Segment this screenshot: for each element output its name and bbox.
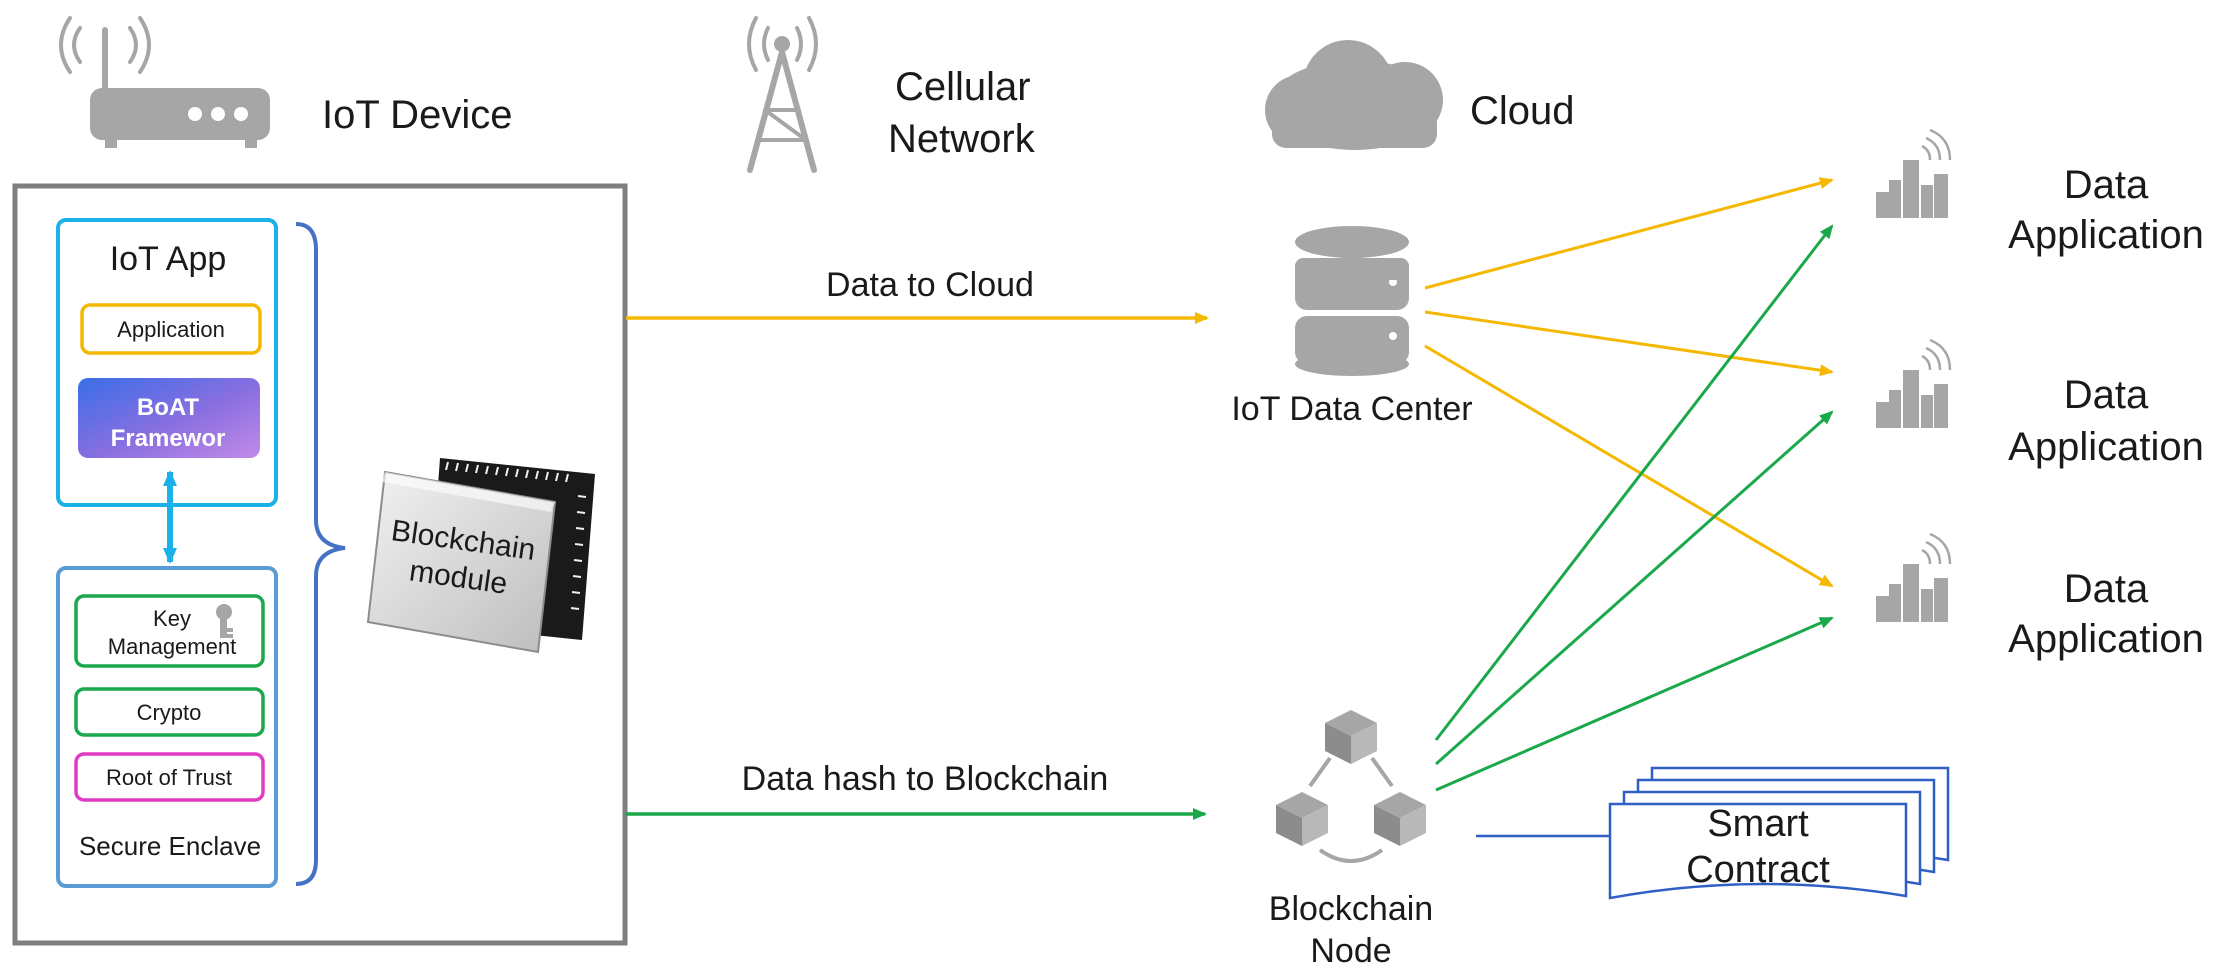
smart-contract-label-line2: Contract [1686, 849, 1830, 891]
boat-framework-label-line1: BoAT [137, 394, 200, 421]
node-to-app1-arrow [1434, 224, 1834, 741]
data-application-icon-2 [1876, 338, 1952, 428]
cellular-network-label-line1: Cellular [895, 65, 1031, 109]
crypto-label: Crypto [137, 700, 202, 725]
data-application-3-line2: Application [2008, 617, 2204, 661]
dc-to-app3-arrow [1424, 344, 1834, 588]
dc-to-app1-arrow [1424, 177, 1834, 290]
blockchain-node-label-line2: Node [1310, 932, 1391, 966]
iot-data-center-label: IoT Data Center [1231, 390, 1472, 428]
iot-device-label: IoT Device [322, 93, 512, 137]
key-management-label-line1: Key [153, 606, 191, 631]
root-of-trust-label: Root of Trust [106, 765, 232, 790]
data-application-3-line1: Data [2064, 567, 2149, 611]
root-of-trust-box [74, 752, 265, 802]
iot-app-title: IoT App [110, 240, 227, 278]
application-label: Application [117, 317, 225, 342]
crypto-box [74, 687, 265, 737]
router-icon [59, 16, 270, 148]
data-application-2-line1: Data [2064, 373, 2149, 417]
smart-contract-label-line1: Smart [1707, 803, 1809, 845]
node-to-app3-arrow [1435, 616, 1834, 792]
data-application-1-line2: Application [2008, 213, 2204, 257]
boat-framework-label-line2: Framewor [111, 425, 226, 452]
module-brace [295, 222, 346, 886]
dc-to-app2-arrow [1424, 310, 1834, 377]
data-application-icon-1 [1876, 128, 1952, 218]
database-icon [1295, 226, 1409, 376]
node-to-app2-arrow [1435, 410, 1834, 766]
secure-enclave-label: Secure Enclave [79, 831, 261, 861]
data-application-icon-3 [1876, 532, 1952, 622]
blockchain-module-chip [366, 458, 595, 654]
cloud-icon [1265, 40, 1443, 150]
cell-tower-icon [747, 16, 818, 173]
data-to-cloud-label: Data to Cloud [826, 266, 1034, 304]
data-application-2-line2: Application [2008, 425, 2204, 469]
application-box [80, 303, 262, 355]
data-hash-label: Data hash to Blockchain [742, 760, 1109, 798]
cloud-label: Cloud [1470, 89, 1575, 133]
data-application-1-line1: Data [2064, 163, 2149, 207]
blockchain-node-icon [1276, 710, 1426, 863]
boat-framework-box [78, 378, 260, 458]
key-management-label-line2: Management [108, 634, 236, 659]
cellular-network-label-line2: Network [888, 117, 1036, 161]
smart-contract-icon [1608, 766, 1950, 900]
key-icon [216, 604, 233, 638]
blockchain-node-label-line1: Blockchain [1269, 890, 1433, 928]
